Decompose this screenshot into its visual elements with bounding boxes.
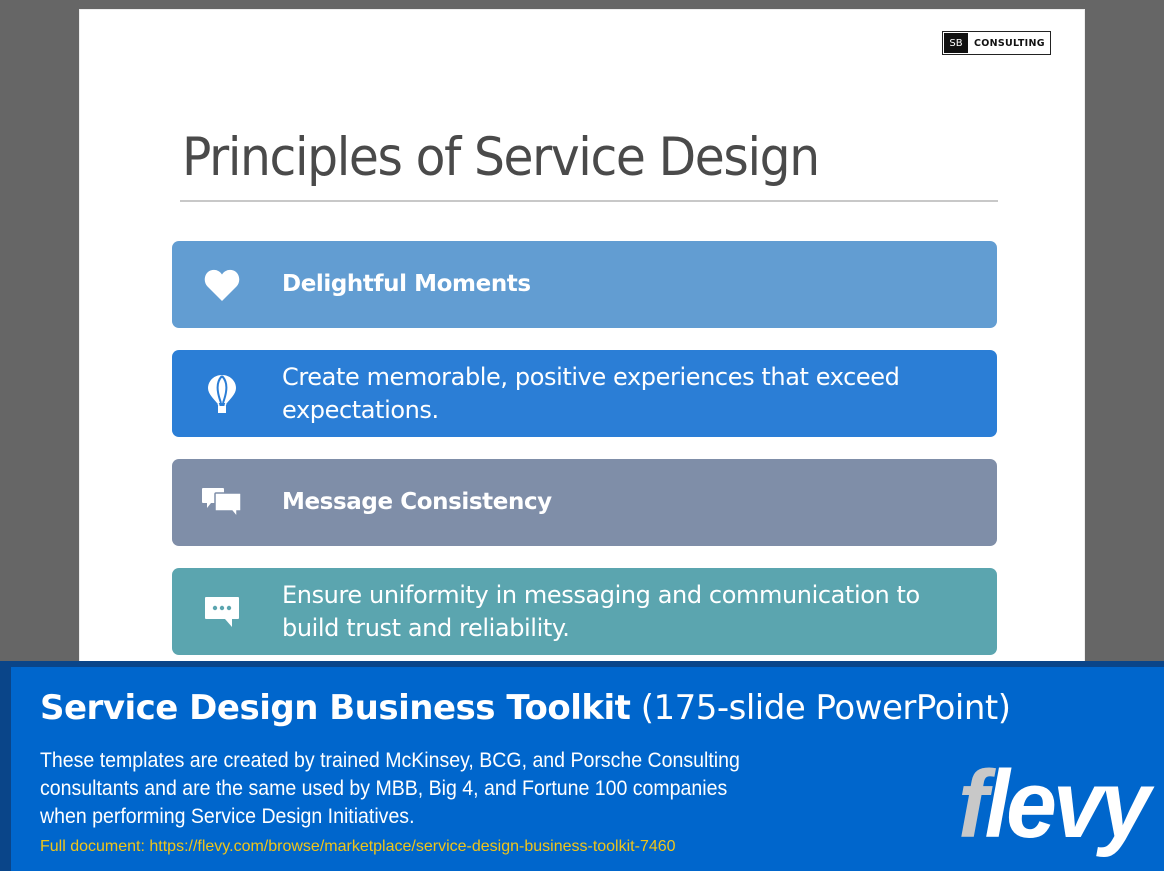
page-title: Principles of Service Design <box>182 127 820 188</box>
principle-card-message-consistency: Message Consistency <box>172 459 997 546</box>
title-divider <box>180 200 998 202</box>
banner-description: These templates are created by trained M… <box>40 749 740 828</box>
sb-consulting-logo: SB CONSULTING <box>942 31 1051 55</box>
card-text: Delightful Moments <box>282 271 531 297</box>
card-text: Create memorable, positive experiences t… <box>282 362 900 424</box>
heart-icon <box>200 263 244 307</box>
flevy-logo[interactable]: flevy <box>958 755 1151 855</box>
principle-card-memorable-experiences: Create memorable, positive experiences t… <box>172 350 997 437</box>
speech-bubble-dots-icon <box>200 590 244 634</box>
full-document-link[interactable]: Full document: https://flevy.com/browse/… <box>40 838 676 855</box>
brand-name: CONSULTING <box>974 37 1045 49</box>
brand-mark: SB <box>944 33 968 53</box>
principle-card-delightful-moments: Delightful Moments <box>172 241 997 328</box>
slide: SB CONSULTING Principles of Service Desi… <box>80 10 1084 690</box>
banner-title-product: Service Design Business Toolkit <box>40 688 631 728</box>
card-text: Message Consistency <box>282 489 552 515</box>
banner-title-detail: (175-slide PowerPoint) <box>630 688 1011 728</box>
banner-title: Service Design Business Toolkit (175-sli… <box>40 688 1011 728</box>
flevy-logo-rest: levy <box>984 751 1151 858</box>
chat-bubbles-icon <box>200 481 244 525</box>
card-text: Ensure uniformity in messaging and commu… <box>282 580 920 642</box>
promo-banner <box>11 667 1164 871</box>
principle-card-uniform-messaging: Ensure uniformity in messaging and commu… <box>172 568 997 655</box>
hot-air-balloon-icon <box>200 372 244 416</box>
flevy-logo-f: f <box>958 751 988 858</box>
